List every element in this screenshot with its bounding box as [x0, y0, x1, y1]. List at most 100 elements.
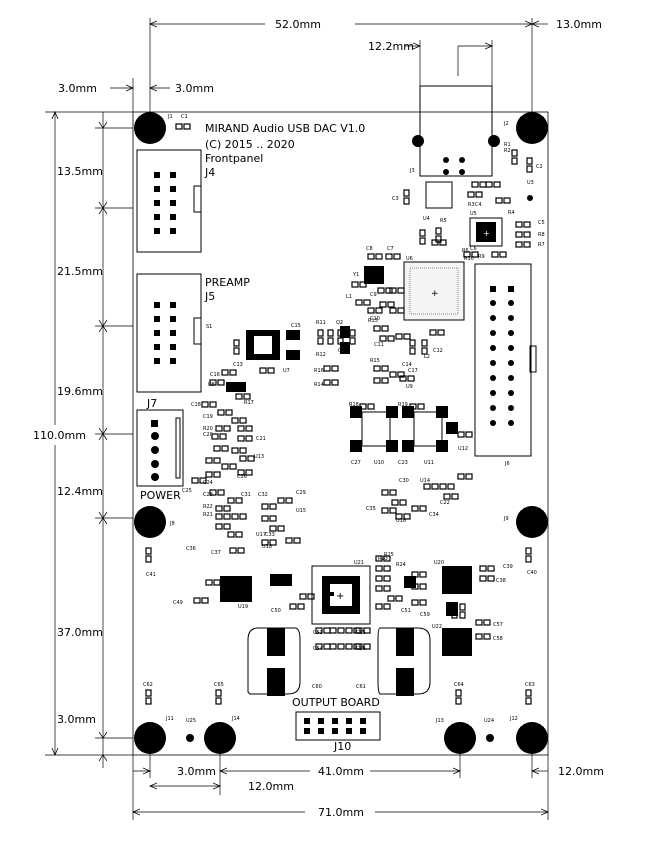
- smd-pad-pair: [423, 483, 439, 490]
- ref-c17: C17: [408, 368, 418, 374]
- ref-u18: U18: [262, 544, 272, 550]
- ref-c12: C12: [433, 348, 443, 354]
- ref-c13: C13: [233, 362, 243, 368]
- smd-pad-pair: [261, 503, 277, 510]
- smd-pad-pair: [515, 241, 531, 248]
- ref-c59: C59: [420, 612, 430, 618]
- connector-j3-usb: [412, 85, 500, 177]
- smd-large-part: [330, 592, 334, 596]
- smd-pad-pair: [215, 505, 231, 512]
- smd-pad-pair: [215, 425, 231, 432]
- dim-bot-3: 3.0mm: [177, 765, 216, 778]
- ref-c28: C28: [203, 492, 213, 498]
- ref-u14: U14: [420, 478, 430, 484]
- smd-pad-pair: [205, 457, 221, 464]
- smd-pad-pair: [443, 493, 459, 500]
- j7-label: J7: [146, 397, 157, 410]
- ref-c11: C11: [374, 342, 384, 348]
- smd-pad-pair: [237, 425, 253, 432]
- ref-r24: R24: [396, 562, 406, 568]
- ref-c63: C63: [525, 682, 535, 688]
- ref-c18: C18: [191, 402, 201, 408]
- smd-pad-pair: [215, 689, 222, 705]
- ref-r20: R20: [203, 426, 213, 432]
- fiducial-u24: [486, 734, 494, 742]
- smd-large-part: [364, 266, 384, 284]
- ref-c6: C6: [470, 246, 477, 252]
- silkscreen-labels: MIRAND Audio USB DAC V1.0 (C) 2015 .. 20…: [140, 122, 380, 753]
- smd-pad-pair: [221, 463, 237, 470]
- dim-left-3: 3.0mm: [57, 713, 96, 726]
- ref-c60: C60: [312, 684, 322, 690]
- ref-y1: Y1: [352, 272, 359, 278]
- smd-large-part: [270, 574, 292, 586]
- smd-pad-pair: [231, 447, 247, 454]
- smd-pad-pair: [211, 433, 227, 440]
- smd-pad-pair: [215, 513, 231, 520]
- ref-j14: J14: [231, 716, 240, 722]
- smd-pad-pair: [431, 239, 447, 246]
- ref-c8: C8: [366, 246, 373, 252]
- ref-j8: J8: [169, 521, 175, 527]
- smd-pad-pair: [479, 575, 495, 582]
- ref-r6: R6: [462, 248, 469, 254]
- ref-u10: U10: [374, 460, 384, 466]
- smd-pad-pair: [229, 547, 245, 554]
- ref-u22: U22: [432, 624, 442, 630]
- ref-u16: U16: [396, 518, 406, 524]
- smd-pad-pair: [511, 149, 518, 165]
- smd-pad-pair: [269, 525, 285, 532]
- smd-pad-pair: [359, 403, 375, 410]
- ref-c3: C3: [392, 196, 399, 202]
- ref-c53: C53: [313, 630, 323, 636]
- ref-c24: C24: [203, 480, 213, 486]
- smd-pad-pair: [329, 643, 345, 650]
- smd-pad-pair: [467, 191, 483, 198]
- ref-c23: C23: [398, 460, 408, 466]
- ref-u17: U17: [256, 532, 266, 538]
- dimension-lines: [45, 18, 548, 820]
- ref-r7: R7: [538, 242, 545, 248]
- ref-u7: U7: [283, 368, 290, 374]
- mounting-hole-j2: [516, 112, 548, 144]
- ref-u12: U12: [458, 446, 468, 452]
- ref-c54: C54: [313, 646, 323, 652]
- svg-text:+: +: [483, 229, 490, 238]
- smd-pad-pair: [375, 565, 391, 572]
- smd-pad-pair: [261, 515, 277, 522]
- ref-r4: R4: [508, 210, 515, 216]
- ref-u13: U13: [254, 454, 264, 460]
- smd-pad-pair: [233, 339, 240, 355]
- smd-large-part: [446, 422, 458, 434]
- smd-pad-pair: [399, 375, 415, 382]
- ref-c40: C40: [527, 570, 537, 576]
- smd-pad-pair: [379, 301, 395, 308]
- smd-pad-pair: [351, 281, 367, 288]
- smd-pad-pair: [515, 231, 531, 238]
- ref-u5: U5: [470, 211, 477, 217]
- ref-c41: C41: [146, 572, 156, 578]
- ref-c29: C29: [296, 490, 306, 496]
- smd-pad-pair: [227, 497, 243, 504]
- ref-c26: C26: [237, 474, 247, 480]
- ref-s1: S1: [206, 324, 212, 330]
- ref-u9: U9: [406, 384, 413, 390]
- smd-pad-pair: [409, 403, 425, 410]
- ref-j2: J2: [503, 121, 509, 127]
- smd-pad-pair: [409, 339, 416, 355]
- ref-j13: J13: [435, 718, 444, 724]
- chip-u22: [442, 628, 472, 656]
- smd-components: [145, 123, 533, 705]
- ref-r5: R5: [440, 218, 447, 224]
- smd-pad-pair: [457, 473, 473, 480]
- smd-large-part: [340, 342, 350, 354]
- smd-pad-pair: [323, 379, 339, 386]
- smd-pad-pair: [381, 489, 397, 496]
- ref-r1: R1: [504, 142, 511, 148]
- mounting-hole-j14: [204, 722, 236, 754]
- ref-u3: U3: [527, 180, 534, 186]
- ref-c15: C15: [291, 323, 301, 329]
- ref-c39: C39: [503, 564, 513, 570]
- frontpanel-label: Frontpanel: [205, 152, 263, 165]
- smd-pad-pair: [391, 499, 407, 506]
